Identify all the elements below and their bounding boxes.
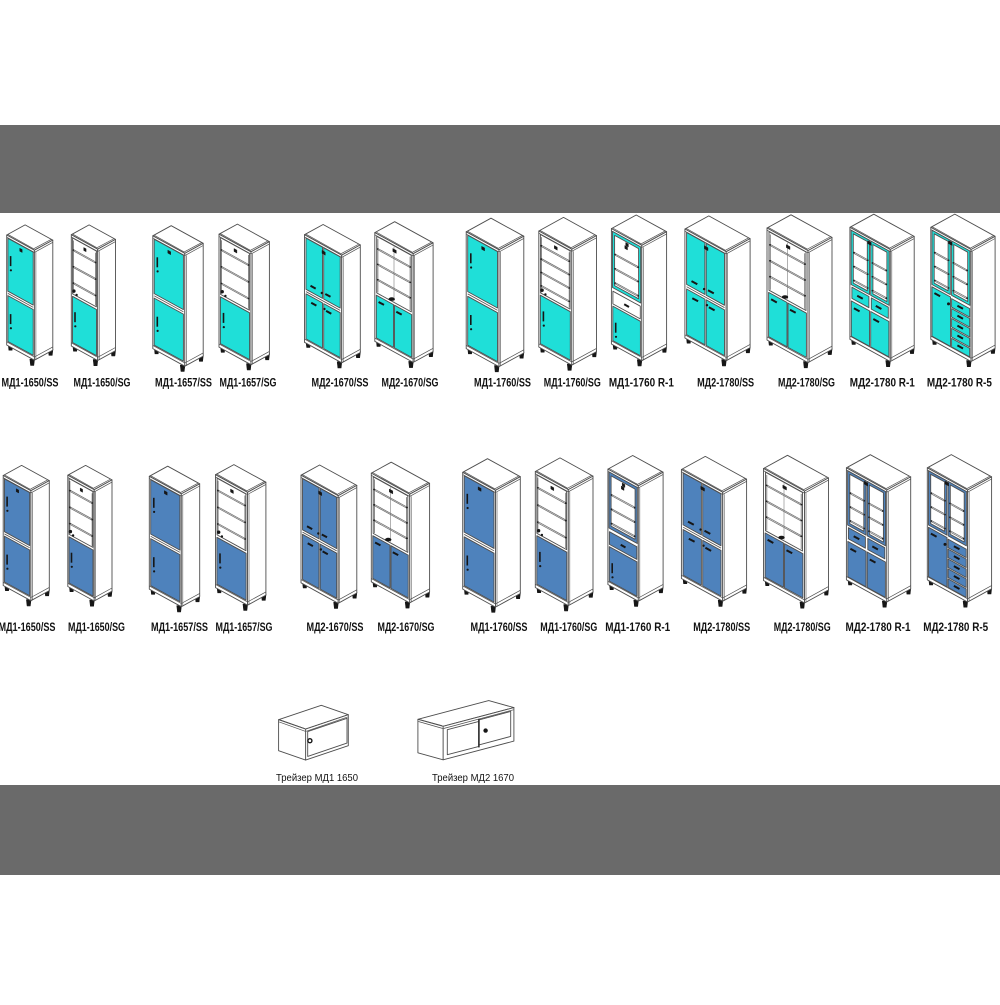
svg-text:МД2-1780 R-1: МД2-1780 R-1	[850, 378, 916, 390]
svg-text:Трейзер МД2 1670: Трейзер МД2 1670	[432, 772, 514, 784]
svg-text:МД2-1670/SG: МД2-1670/SG	[378, 622, 435, 634]
svg-text:МД1-1650/SG: МД1-1650/SG	[68, 622, 125, 634]
svg-text:МД1-1650/SS: МД1-1650/SS	[2, 378, 59, 390]
svg-text:МД2-1780/SG: МД2-1780/SG	[778, 378, 835, 390]
svg-text:МД1-1650/SS: МД1-1650/SS	[0, 622, 56, 634]
svg-text:МД1-1657/SG: МД1-1657/SG	[216, 622, 273, 634]
svg-text:МД2-1670/SG: МД2-1670/SG	[382, 378, 439, 390]
svg-text:МД1-1657/SG: МД1-1657/SG	[220, 378, 277, 390]
svg-text:МД2-1670/SS: МД2-1670/SS	[307, 622, 364, 634]
svg-text:МД1-1650/SG: МД1-1650/SG	[74, 378, 131, 390]
svg-text:МД2-1780/SG: МД2-1780/SG	[774, 622, 831, 634]
svg-text:МД1-1657/SS: МД1-1657/SS	[151, 622, 208, 634]
svg-text:МД1-1760/SG: МД1-1760/SG	[540, 622, 597, 634]
svg-text:МД2-1780 R-1: МД2-1780 R-1	[846, 622, 912, 634]
svg-text:МД1-1657/SS: МД1-1657/SS	[155, 378, 212, 390]
svg-text:МД2-1780/SS: МД2-1780/SS	[697, 378, 754, 390]
svg-text:Трейзер МД1 1650: Трейзер МД1 1650	[276, 772, 358, 784]
svg-text:МД1-1760 R-1: МД1-1760 R-1	[609, 378, 675, 390]
svg-text:МД1-1760/SS: МД1-1760/SS	[474, 378, 531, 390]
svg-text:МД1-1760 R-1: МД1-1760 R-1	[605, 622, 671, 634]
svg-text:МД2-1780 R-5: МД2-1780 R-5	[923, 622, 989, 634]
svg-text:МД2-1670/SS: МД2-1670/SS	[312, 378, 369, 390]
svg-text:МД2-1780 R-5: МД2-1780 R-5	[927, 378, 993, 390]
svg-text:МД2-1780/SS: МД2-1780/SS	[693, 622, 750, 634]
svg-text:МД1-1760/SS: МД1-1760/SS	[471, 622, 528, 634]
svg-text:МД1-1760/SG: МД1-1760/SG	[544, 378, 601, 390]
